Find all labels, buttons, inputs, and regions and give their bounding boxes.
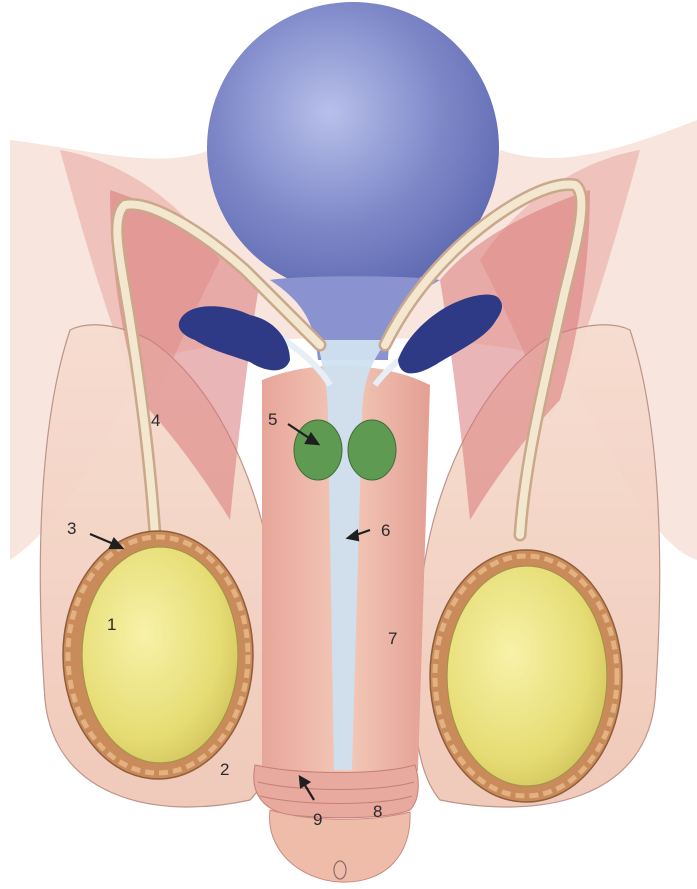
gland-left [294,420,342,480]
testis-left [82,547,238,763]
label-9: 9 [313,810,322,829]
label-1: 1 [107,615,116,634]
label-3: 3 [67,519,76,538]
gland-right [348,420,396,480]
glans [270,810,411,882]
testis-right [447,566,607,786]
prepuce [254,765,419,818]
label-4: 4 [151,411,160,430]
label-5: 5 [268,410,277,429]
label-6: 6 [381,521,390,540]
label-2: 2 [220,760,229,779]
label-7: 7 [388,629,397,648]
label-8: 8 [373,802,382,821]
